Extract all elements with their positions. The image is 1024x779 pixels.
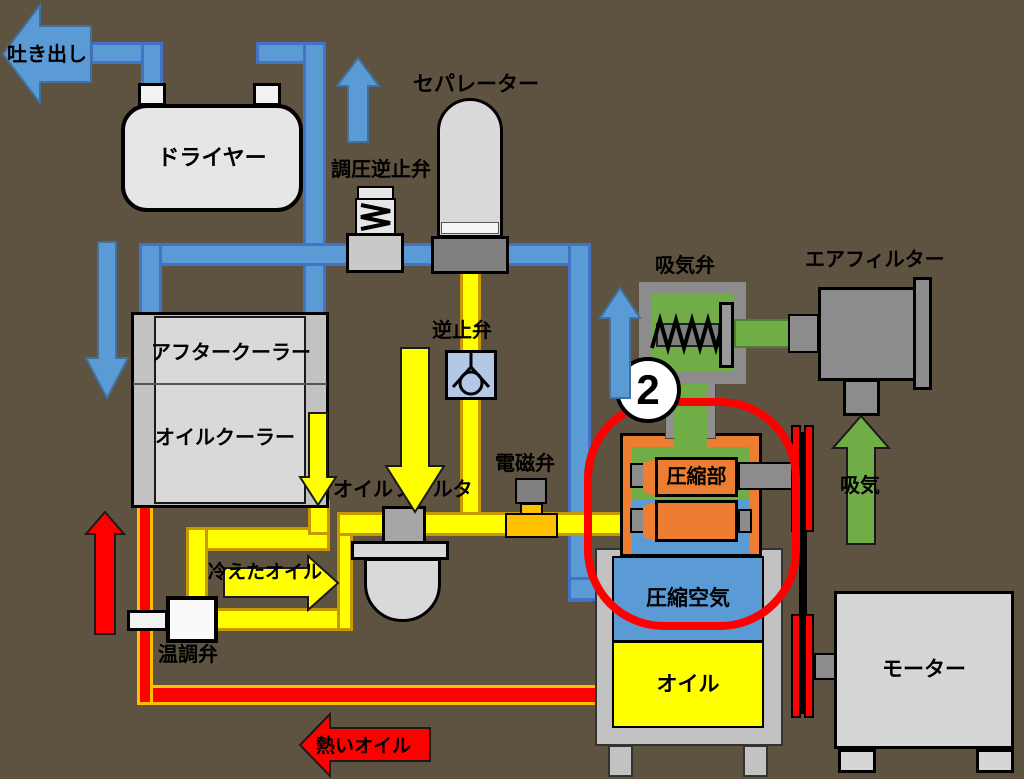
hot-oil-up-arrow [84, 510, 126, 635]
motor-shaft [814, 653, 836, 680]
separator-band [441, 222, 499, 234]
pulley-top-right [804, 425, 814, 532]
drive-belt [799, 432, 807, 714]
separator-body [437, 98, 503, 238]
motor-foot-right [976, 749, 1014, 773]
oil-cooler-label: オイルクーラー [155, 427, 295, 449]
cooled-oil-pipe-down [186, 527, 208, 599]
separator-base [431, 236, 509, 274]
rotor-shaft-stub-3 [738, 509, 752, 533]
dryer-riser-pipe [303, 42, 326, 334]
oil-down-arrow-big [384, 347, 446, 514]
pressure-valve-spring-icon [360, 203, 391, 231]
thermo-valve-stub [127, 610, 168, 631]
discharge-arrow [1, 2, 92, 106]
hot-oil-pipe-bottom [138, 685, 600, 705]
highlight-oval [584, 398, 800, 630]
solenoid-valve-label: 電磁弁 [495, 453, 555, 475]
solenoid-valve-body [505, 513, 558, 538]
dryer-label: ドライヤー [157, 144, 267, 170]
discharge-pipe-vertical [141, 42, 163, 88]
cooler-core [154, 316, 306, 504]
hot-oil-label: 熱いオイル [316, 736, 412, 757]
rotor-2 [655, 500, 738, 542]
motor-label: モーター [882, 658, 966, 682]
cooler-divider [133, 383, 327, 385]
motor-foot-left [838, 749, 876, 773]
intake-valve-label: 吸気弁 [655, 255, 715, 277]
thermo-valve-label: 温調弁 [158, 644, 218, 666]
air-up-arrow-dryer [335, 56, 381, 143]
intake-up-arrow [831, 414, 891, 545]
cooled-oil-pipe-horizontal [186, 527, 330, 551]
intake-air-label: 吸気 [840, 475, 880, 497]
pressure-valve-body [346, 233, 404, 273]
air-filter-outlet-pipe [734, 319, 790, 348]
thermo-valve-body [166, 596, 218, 643]
intake-valve-plate [719, 302, 734, 368]
compression-unit-label: 圧縮部 [666, 466, 727, 488]
discharge-label: 吐き出し [7, 44, 87, 66]
separator-label: セパレーター [413, 73, 539, 96]
check-valve-label: 逆止弁 [432, 320, 492, 342]
oil-sump-zone: オイル [612, 641, 764, 728]
pulley-bottom-right [804, 614, 814, 718]
dryer-left-nozzle [138, 83, 166, 106]
solenoid-valve-top [515, 478, 547, 504]
air-filter-fin [913, 277, 932, 390]
air-filter-left-port [788, 314, 819, 353]
dryer-body: ドライヤー [121, 104, 303, 212]
pressure-valve-label: 調圧逆止弁 [331, 159, 431, 181]
air-down-arrow [84, 241, 130, 400]
oil-filter-dome [364, 558, 441, 622]
tank-leg-left [608, 745, 633, 777]
hot-oil-pipe-riser [137, 503, 153, 705]
aftercooler-label: アフタークーラー [151, 342, 311, 364]
air-up-arrow-tank [598, 286, 642, 399]
pulley-bottom-left [791, 614, 801, 718]
air-filter-bottom-port [843, 379, 880, 416]
intake-valve-spring-icon [650, 312, 725, 356]
check-valve-icon [451, 352, 491, 396]
oil-injection-pipe [337, 512, 624, 536]
step-badge-number: 2 [636, 365, 660, 413]
compressed-air-label: 圧縮空気 [646, 587, 730, 611]
air-filter-label: エアフィルター [805, 249, 945, 271]
dryer-right-nozzle [253, 83, 281, 106]
air-filter-body [818, 287, 917, 381]
motor-body: モーター [834, 591, 1014, 749]
oil-down-arrow-cooler [298, 412, 338, 507]
oil-filter-cap [382, 506, 426, 544]
cooled-oil-label: 冷えたオイル [208, 562, 323, 583]
tank-leg-right [743, 745, 768, 777]
oil-sump-label: オイル [656, 672, 720, 696]
hot-oil-arrow [298, 712, 431, 778]
cooled-oil-arrow [223, 554, 340, 612]
